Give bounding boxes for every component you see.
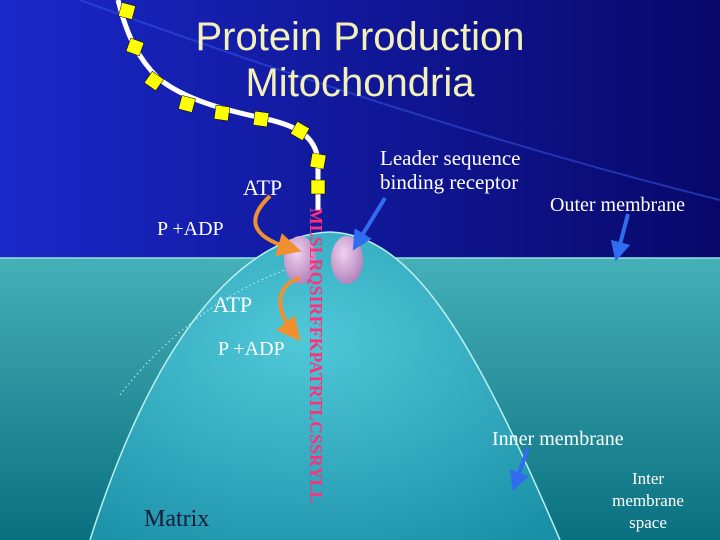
light-streak	[79, 0, 720, 201]
bead	[290, 121, 310, 141]
bead	[213, 104, 231, 122]
atp-arrow-top	[253, 194, 302, 257]
page-title: Protein Production Mitochondria	[0, 14, 720, 106]
bead	[118, 2, 136, 20]
bead	[310, 179, 326, 195]
atp-arrow-inner	[276, 276, 301, 342]
label-outer-membrane: Outer membrane	[550, 194, 685, 216]
intermembrane-line-3: space	[629, 513, 667, 532]
label-p-adp-inner: P +ADP	[218, 338, 285, 360]
label-inner-membrane: Inner membrane	[492, 428, 624, 450]
bead	[143, 70, 165, 92]
leader-sequence-text: MLSLRQSIRFFKPATRTLCSSRYLL	[306, 208, 326, 504]
inner-membrane-pointer-arrow	[509, 447, 530, 492]
inner-membrane-line	[89, 231, 561, 540]
amino-acid-beads	[118, 2, 327, 195]
bead	[309, 152, 327, 170]
label-atp-inner: ATP	[213, 292, 253, 317]
bead	[252, 110, 270, 128]
title-line-2: Mitochondria	[245, 61, 475, 105]
label-p-adp-top: P +ADP	[157, 218, 224, 240]
receptor-right	[331, 236, 363, 284]
intermembrane-line-1: Inter	[631, 469, 665, 488]
matrix-region	[90, 232, 560, 540]
bead	[178, 95, 196, 113]
bead	[125, 37, 145, 57]
label-leader-sequence: Leader sequence binding receptor	[380, 146, 521, 194]
intermembrane-line-2: membrane	[612, 491, 684, 510]
label-matrix: Matrix	[144, 506, 210, 532]
title-line-1: Protein Production	[195, 15, 525, 59]
label-atp-top: ATP	[243, 175, 283, 200]
outer-membrane-pointer-arrow	[610, 213, 631, 262]
leader-line-2: binding receptor	[380, 170, 519, 194]
leader-line-1: Leader sequence	[380, 146, 521, 170]
leader-pointer-arrow	[352, 196, 387, 251]
label-intermembrane-space: Inter membrane space	[600, 468, 696, 534]
